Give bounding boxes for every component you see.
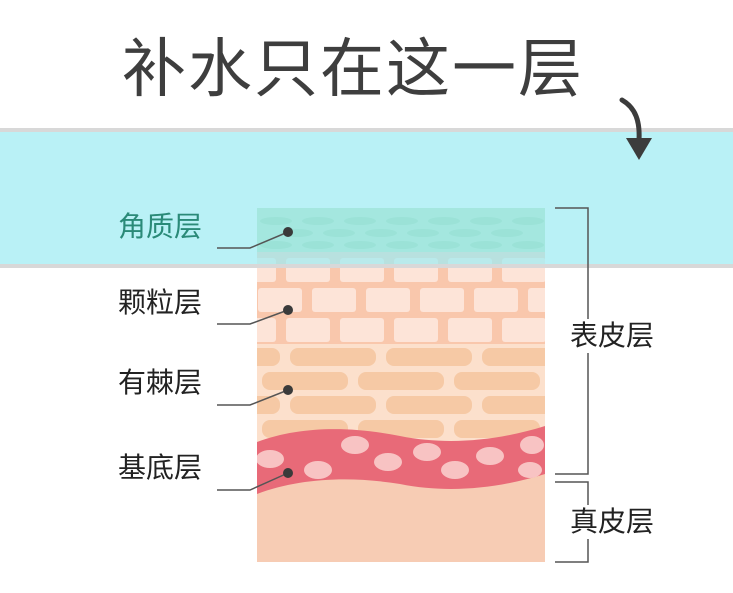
label-stratum-basale: 基底层 (118, 451, 203, 484)
label-stratum-corneum: 角质层 (118, 210, 203, 243)
basale-cells (257, 436, 544, 479)
label-dermis: 真皮层 (566, 505, 659, 539)
label-stratum-spinosum: 有棘层 (118, 366, 203, 399)
label-stratum-granulosum: 颗粒层 (118, 286, 203, 319)
hydration-band (0, 130, 733, 266)
label-epidermis: 表皮层 (566, 319, 659, 353)
arrow-down-icon (619, 97, 652, 160)
page-title: 补水只在这一层 (122, 33, 584, 107)
leader-lines (217, 231, 289, 491)
leader-dots (283, 227, 293, 478)
